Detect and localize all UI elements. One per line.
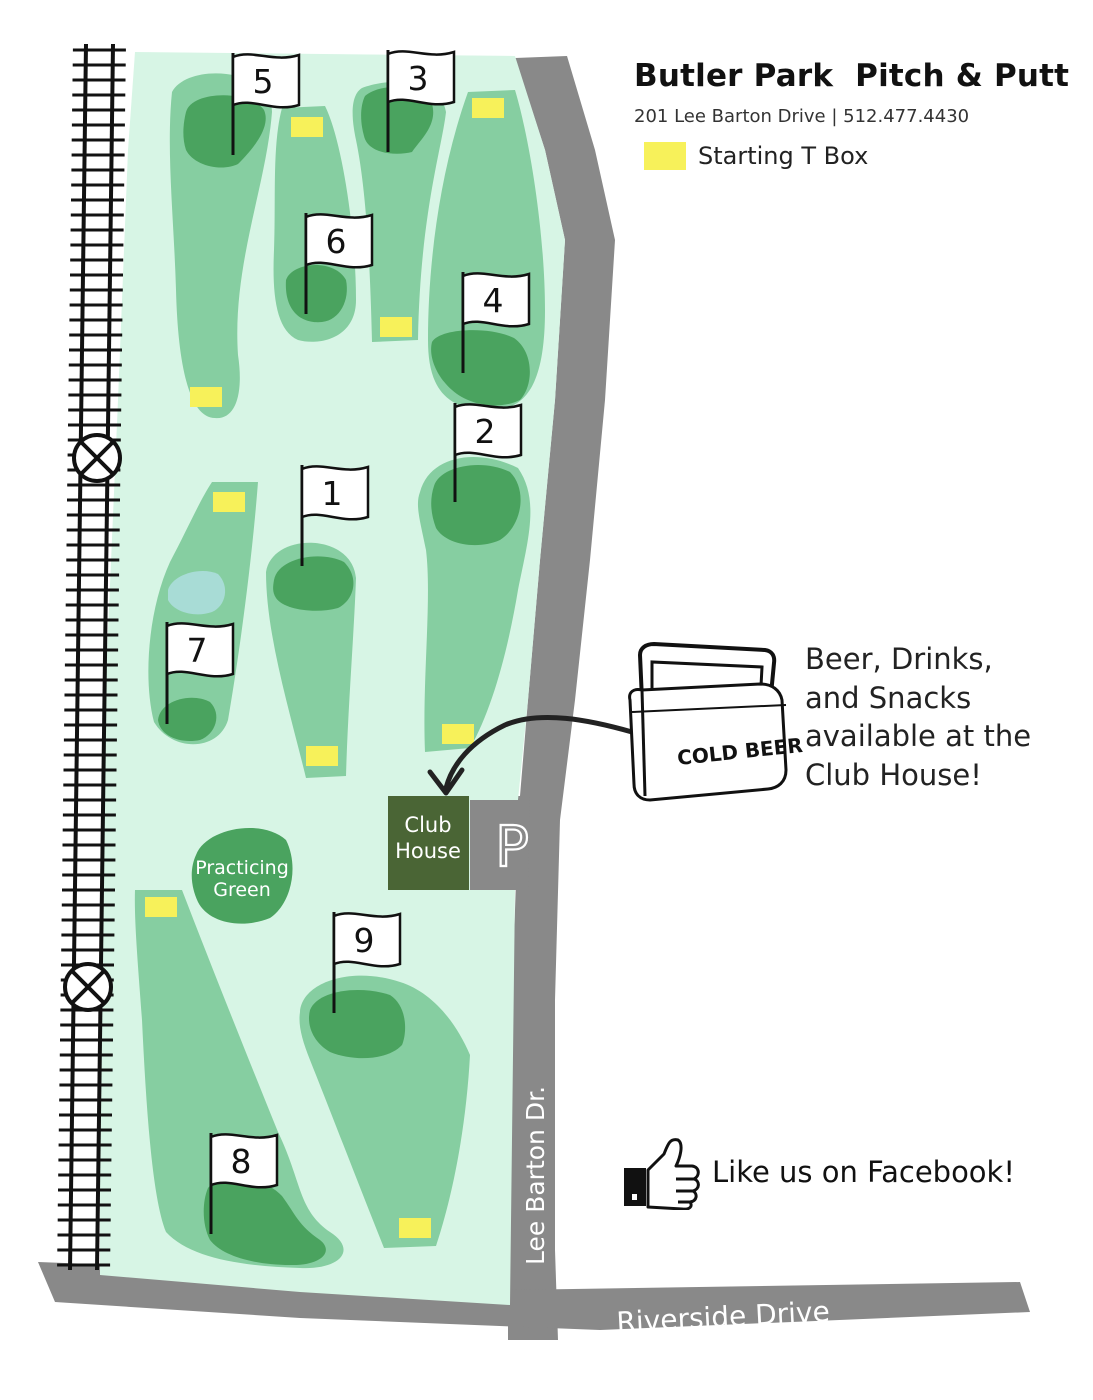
lee-barton-road xyxy=(508,56,615,1340)
flag-cloth xyxy=(453,403,523,459)
club-house-label-line1: Club xyxy=(404,813,451,837)
flag-cloth xyxy=(300,465,370,521)
tee-box-6 xyxy=(291,117,323,137)
green-1 xyxy=(273,556,354,611)
hole-flag-3: 3 xyxy=(386,50,456,152)
legend-label: Starting T Box xyxy=(698,142,869,170)
parking-lot xyxy=(468,796,530,890)
hole-flag-2: 2 xyxy=(453,403,523,502)
hole-number-5: 5 xyxy=(253,62,274,101)
tee-box-9 xyxy=(399,1218,431,1238)
railroad-crossing-2 xyxy=(63,962,113,1012)
green-8 xyxy=(203,1177,326,1266)
tee-box-3 xyxy=(380,317,412,337)
hole-number-2: 2 xyxy=(475,412,496,451)
hole-flag-8: 8 xyxy=(209,1133,279,1234)
hole-flag-1: 1 xyxy=(300,465,370,566)
hole-flags: 1 2 3 4 5 6 7 8 9 xyxy=(165,50,531,1234)
facebook-link[interactable]: Like us on Facebook! xyxy=(620,1134,1015,1210)
tee-box-1 xyxy=(306,746,338,766)
tee-box-4 xyxy=(472,98,504,118)
beer-info-line-2: and Snacks xyxy=(805,680,972,715)
flag-cloth xyxy=(332,912,402,968)
practicing-green-label-line1: Practicing xyxy=(195,857,289,879)
hole-flag-7: 7 xyxy=(165,622,235,724)
beer-info-text: Beer, Drinks, and Snacks available at th… xyxy=(805,640,1075,794)
green-4 xyxy=(431,330,530,406)
hole-number-8: 8 xyxy=(231,1142,252,1181)
fairway-4 xyxy=(428,90,545,411)
hole-number-7: 7 xyxy=(187,631,208,670)
greens xyxy=(158,86,530,1266)
hole-flag-4: 4 xyxy=(461,272,531,373)
pointer-arrowhead xyxy=(427,767,465,796)
hole-flag-5: 5 xyxy=(231,53,301,155)
flag-cloth xyxy=(231,53,301,109)
club-house[interactable] xyxy=(388,796,469,890)
flag-cloth xyxy=(165,622,235,678)
tee-box-5 xyxy=(190,387,222,407)
hole-number-3: 3 xyxy=(408,59,429,98)
tee-box-swatch xyxy=(644,142,686,170)
tee-boxes xyxy=(145,98,504,1238)
hole-number-4: 4 xyxy=(483,281,504,320)
railroad-tracks xyxy=(57,43,126,1271)
flag-cloth xyxy=(209,1133,279,1189)
club-house-label-line2: House xyxy=(395,839,461,863)
beer-info-line-3: available at the xyxy=(805,719,1032,753)
green-2 xyxy=(431,464,521,546)
flag-cloth xyxy=(386,50,456,106)
railroad-crossing-1 xyxy=(72,433,122,483)
facebook-label[interactable]: Like us on Facebook! xyxy=(712,1155,1015,1189)
thumbs-up-icon xyxy=(624,1138,700,1210)
beer-info-line-4: Club House! xyxy=(805,757,982,792)
hole-number-9: 9 xyxy=(354,921,375,960)
tee-box-2 xyxy=(442,724,474,744)
hole-flag-9: 9 xyxy=(332,912,402,1013)
flag-cloth xyxy=(304,213,374,269)
green-7 xyxy=(158,697,217,742)
tee-box-7 xyxy=(213,492,245,512)
fairway-8 xyxy=(134,890,344,1269)
legend: Starting T Box xyxy=(644,142,868,170)
hole-number-6: 6 xyxy=(326,222,347,261)
street-label-lee-barton: Lee Barton Dr. xyxy=(521,1086,550,1265)
beer-info-line-1: Beer, Drinks, xyxy=(805,642,993,676)
hole-flag-6: 6 xyxy=(304,213,374,314)
green-6 xyxy=(285,264,347,323)
parking-icon: P xyxy=(495,815,529,880)
cooler-icon xyxy=(628,641,788,802)
water-hazard xyxy=(168,571,226,615)
pointer-arrow xyxy=(443,714,635,791)
green-5 xyxy=(183,95,266,168)
tee-box-8 xyxy=(145,897,177,917)
hole-number-1: 1 xyxy=(322,474,343,513)
address-phone: 201 Lee Barton Drive | 512.477.4430 xyxy=(634,106,970,127)
green-3 xyxy=(361,86,434,154)
practicing-green-label-line2: Green xyxy=(213,879,271,901)
practicing-green xyxy=(191,827,293,924)
flag-cloth xyxy=(461,272,531,328)
page-title: Butler Park Pitch & Putt xyxy=(634,58,1070,94)
